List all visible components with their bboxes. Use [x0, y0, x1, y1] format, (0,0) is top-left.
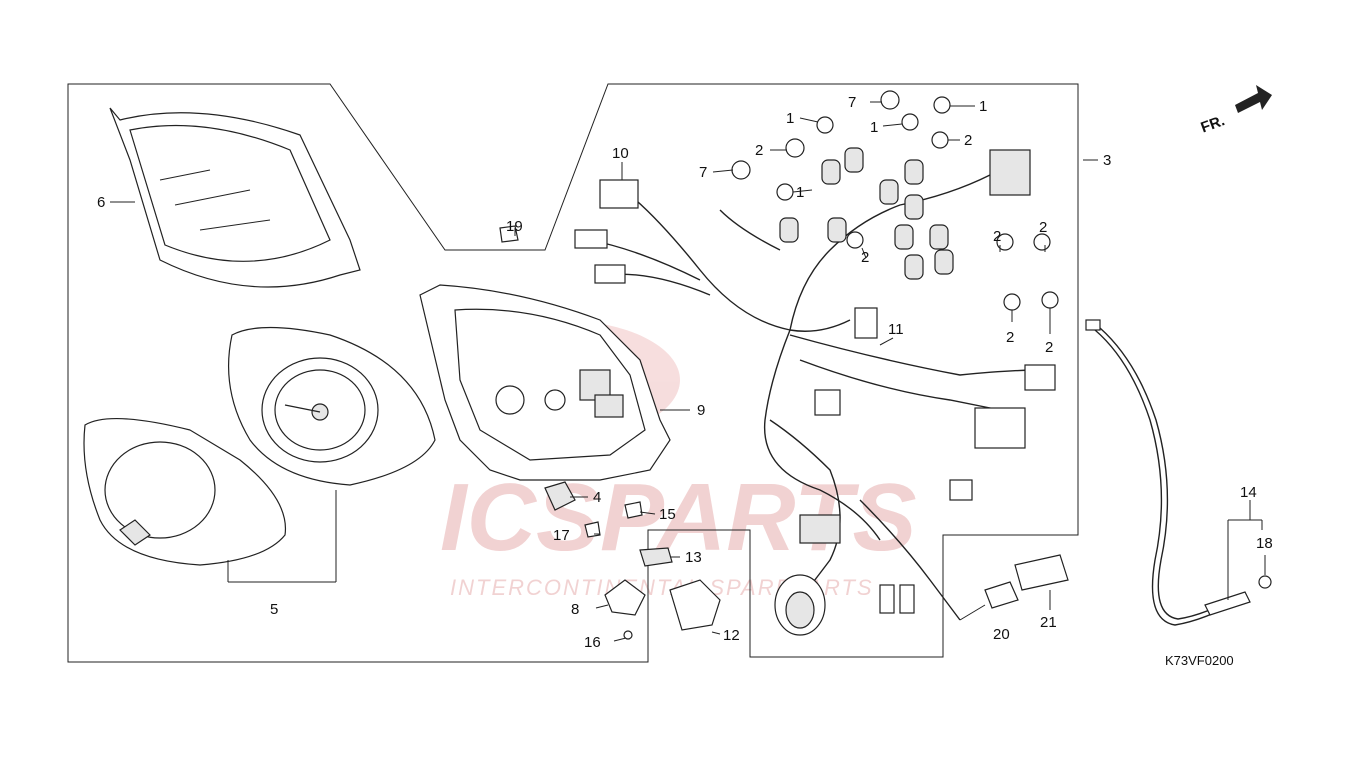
callout-4: 4	[593, 489, 601, 506]
callout-17: 17	[553, 527, 570, 544]
callout-1a: 1	[979, 98, 987, 115]
callout-14: 14	[1240, 484, 1257, 501]
callout-19: 19	[506, 218, 523, 235]
callout-3: 3	[1103, 152, 1111, 169]
callout-7b: 7	[699, 164, 707, 181]
callout-1c: 1	[870, 119, 878, 136]
bulb-sockets	[731, 90, 1059, 311]
callout-11: 11	[888, 321, 904, 338]
drawing-code: K73VF0200	[1165, 653, 1234, 668]
callout-2f: 2	[1006, 329, 1014, 346]
callout-6: 6	[97, 194, 105, 211]
callout-15: 15	[659, 506, 676, 523]
callout-1d: 1	[796, 184, 804, 201]
callout-2c: 2	[993, 228, 1001, 245]
callout-5: 5	[270, 601, 278, 618]
callout-7a: 7	[848, 94, 856, 111]
callout-numbers: 6 19 10 7 1 1 1 2 2 7 1 3 2 2 2 2 2 11 9…	[97, 94, 1273, 651]
callout-12: 12	[723, 627, 740, 644]
callout-13: 13	[685, 549, 702, 566]
callout-2a: 2	[964, 132, 972, 149]
callout-16: 16	[584, 634, 601, 651]
callout-2d: 2	[1039, 219, 1047, 236]
lens-cover-part	[109, 107, 361, 288]
direction-label: FR.	[1199, 112, 1228, 136]
callout-10: 10	[612, 145, 629, 162]
callout-2b: 2	[755, 142, 763, 159]
callout-21: 21	[1040, 614, 1057, 631]
callout-9: 9	[697, 402, 705, 419]
callout-8: 8	[571, 601, 579, 618]
callout-1b: 1	[786, 110, 794, 127]
leader-lines	[110, 101, 1266, 642]
front-direction-arrow	[1235, 85, 1272, 113]
callout-2g: 2	[1045, 339, 1053, 356]
meter-case-part	[419, 284, 671, 481]
wiring-harness-part	[574, 149, 1056, 636]
callout-20: 20	[993, 626, 1010, 643]
speedometer-cable-part	[1085, 319, 1272, 626]
relay-parts	[984, 554, 1069, 609]
callout-2e: 2	[861, 249, 869, 266]
small-parts	[499, 225, 721, 640]
watermark-brand: ICSPARTS	[440, 464, 917, 571]
callout-18: 18	[1256, 535, 1273, 552]
meter-face-part	[83, 326, 436, 566]
left-group-frame	[67, 83, 1079, 663]
